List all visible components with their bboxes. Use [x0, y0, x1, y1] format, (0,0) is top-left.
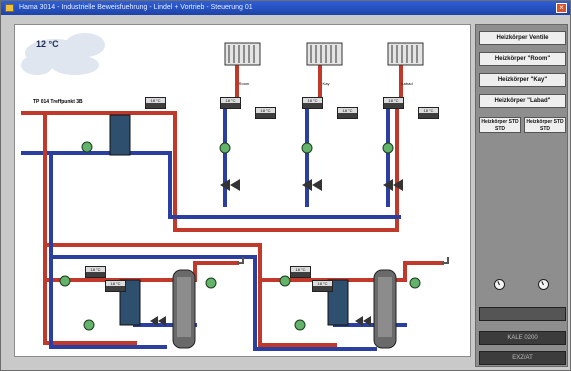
kale-button[interactable]: KALE 0200	[479, 331, 566, 345]
pump-icon[interactable]	[219, 142, 231, 154]
radiator-room-button[interactable]: Heizkörper "Room"	[479, 52, 566, 66]
valve-icon	[302, 179, 322, 191]
room-label: Labad	[401, 81, 413, 86]
room-label: Room	[238, 81, 250, 86]
exz-button[interactable]: EXZ/AT	[479, 351, 566, 365]
heating-diagram: 12 °C TP 014 Treffpunkt 3B Room Kay Laba…	[14, 24, 471, 357]
pump-icon[interactable]	[83, 319, 95, 331]
room-label: Kay	[322, 81, 330, 86]
valve-icon	[220, 179, 240, 191]
valve-icon	[355, 316, 371, 326]
temperature-display: 18 °C	[418, 107, 439, 119]
pump-icon[interactable]	[205, 277, 217, 289]
gauge-icon	[494, 279, 505, 290]
pipe-schematic	[21, 33, 449, 351]
window-title: Hama 3014 - Industrielle Beweisfuehrung …	[19, 4, 253, 11]
faucet-icon	[237, 257, 244, 264]
temperature-display: 18 °C	[85, 266, 106, 278]
radiator-kay-button[interactable]: Heizkörper "Kay"	[479, 73, 566, 87]
pump-icon[interactable]	[279, 275, 291, 287]
pump-icon[interactable]	[81, 141, 93, 153]
faucet-icon	[442, 257, 449, 264]
control-panel: Heizkörper Ventile Heizkörper "Room" Hei…	[475, 24, 568, 367]
temperature-display: 18 °C	[105, 280, 126, 292]
temperature-display: 18 °C	[290, 266, 311, 278]
outside-temperature: 12 °C	[36, 39, 59, 49]
pump-icon[interactable]	[409, 277, 421, 289]
unlabeled-button[interactable]	[479, 307, 566, 321]
gauge-icon	[538, 279, 549, 290]
temperature-display: 18 °C	[302, 97, 323, 109]
pump-icon[interactable]	[382, 142, 394, 154]
temperature-display: 18 °C	[145, 97, 166, 109]
app-icon	[5, 4, 14, 12]
radiator-icon[interactable]	[224, 42, 261, 66]
temperature-display: 18 °C	[312, 280, 333, 292]
system-label: TP 014 Treffpunkt 3B	[33, 99, 83, 105]
cloud-decoration	[21, 33, 105, 75]
pump-icon[interactable]	[301, 142, 313, 154]
temperature-display: 18 °C	[220, 97, 241, 109]
temperature-display: 18 °C	[255, 107, 276, 119]
temperature-display: 18 °C	[337, 107, 358, 119]
radiator-valves-button[interactable]: Heizkörper Ventile	[479, 31, 566, 45]
valve-icon	[383, 179, 403, 191]
heat-exchanger-icon[interactable]	[109, 114, 131, 156]
radiator-icon[interactable]	[306, 42, 343, 66]
close-button[interactable]: ×	[556, 3, 567, 13]
title-bar: Hama 3014 - Industrielle Beweisfuehrung …	[1, 1, 570, 15]
radiator-labad-button[interactable]: Heizkörper "Labad"	[479, 94, 566, 108]
radiator-std-right-button[interactable]: Heizkörper STD STD	[524, 117, 566, 133]
valve-icon	[150, 316, 166, 326]
radiator-std-left-button[interactable]: Heizkörper STD STD	[479, 117, 521, 133]
radiator-icon[interactable]	[387, 42, 424, 66]
pump-icon[interactable]	[294, 319, 306, 331]
pump-icon[interactable]	[59, 275, 71, 287]
temperature-display: 18 °C	[383, 97, 404, 109]
heat-exchanger-icon[interactable]	[327, 279, 349, 326]
